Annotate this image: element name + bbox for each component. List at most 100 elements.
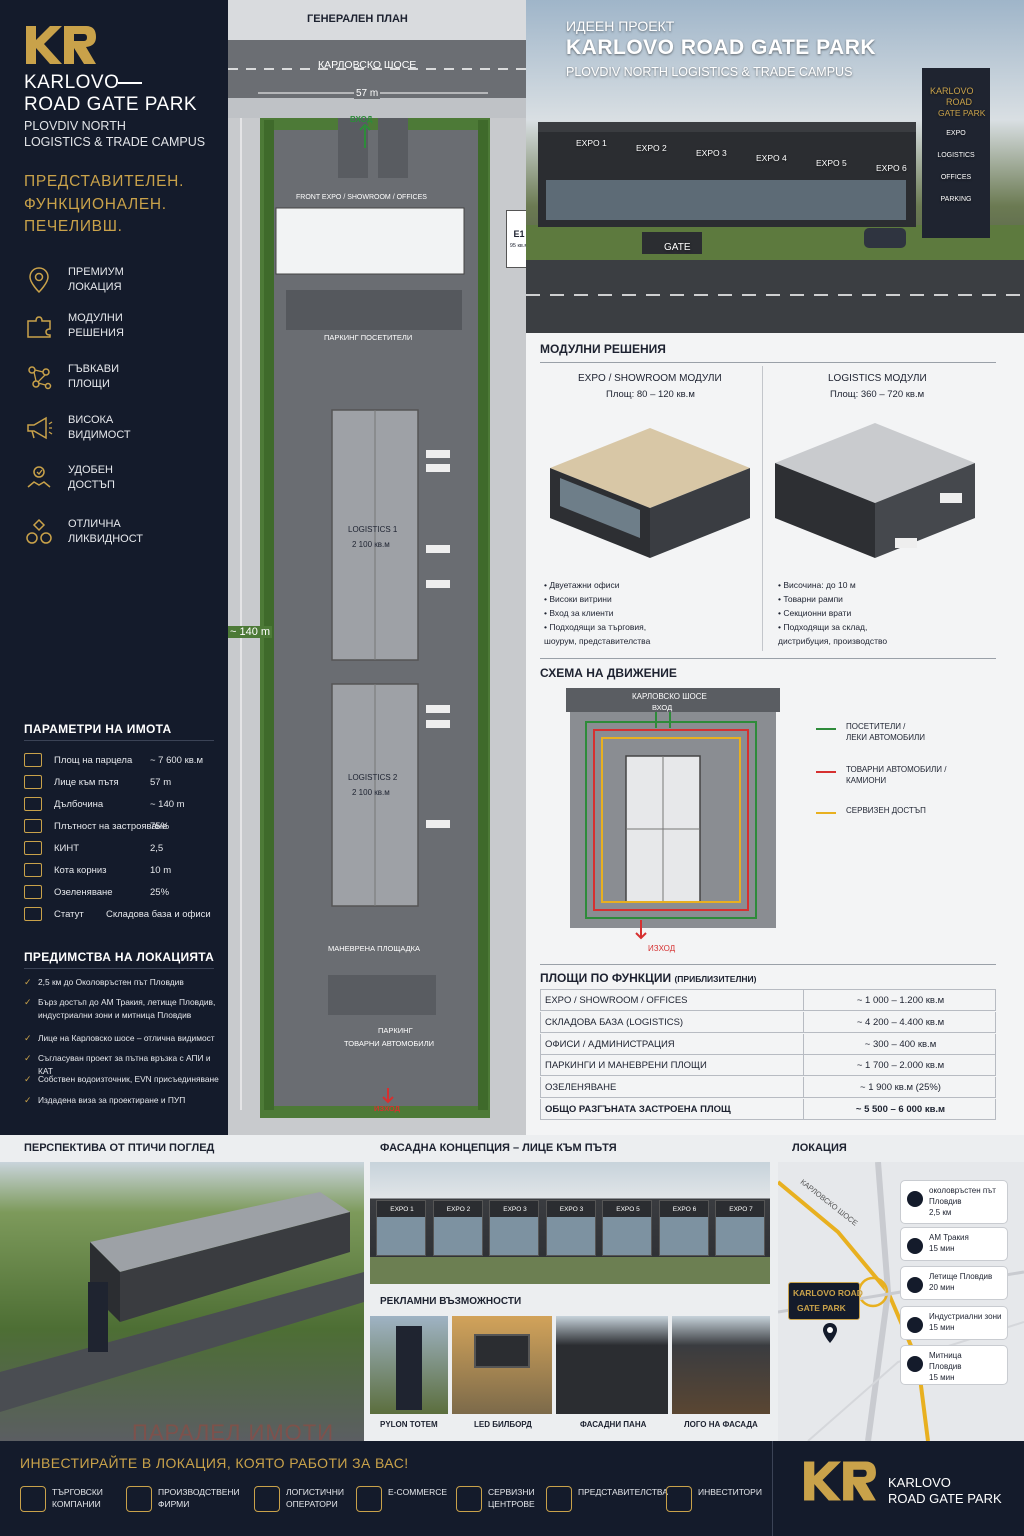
module-bullet: • Секционни врати <box>778 608 852 618</box>
map-brand-box: KARLOVO ROAD GATE PARK <box>788 1282 863 1320</box>
factory-icon <box>907 1317 923 1333</box>
areas-row: ОФИСИ / АДМИНИСТРАЦИЯ~ 300 – 400 кв.м <box>540 1033 997 1055</box>
param-value: ~ 140 m <box>150 799 185 810</box>
logistics-2-label: LOGISTICS 2 <box>348 773 398 782</box>
site-plan-drawing <box>228 0 526 1118</box>
areas-top-divider <box>540 964 996 965</box>
building-icon <box>546 1486 572 1512</box>
param-icon <box>24 863 42 877</box>
slogan-2: ФУНКЦИОНАЛЕН. <box>24 196 167 213</box>
param-label: Лице към пътя <box>54 777 119 788</box>
legend-item: ТОВАРНИ АВТОМОБИЛИ /КАМИОНИ <box>816 765 996 793</box>
param-row: Дълбочина~ 140 m <box>24 796 224 818</box>
facade-unit: EXPO 3 <box>489 1200 539 1256</box>
logistics-1-area: 2 100 кв.м <box>352 540 390 549</box>
gear-icon <box>456 1486 482 1512</box>
hero-expo-sign: EXPO 6 <box>876 163 907 173</box>
pylon-item: PARKING <box>940 196 972 203</box>
advantages-title: ПРЕДИМСТВА НА ЛОКАЦИЯТА <box>24 950 215 964</box>
expo-module-illustration <box>550 428 750 558</box>
param-label: Озеленяване <box>54 887 113 898</box>
pylon-item: OFFICES <box>940 174 972 181</box>
hero-building-illustration <box>526 68 1024 333</box>
megaphone-icon <box>27 416 53 440</box>
brand-line2: ROAD GATE PARK <box>24 94 198 115</box>
areas-row: EXPO / SHOWROOM / OFFICES~ 1 000 – 1.200… <box>540 990 996 1011</box>
areas-value: ~ 300 – 400 кв.м <box>803 1033 997 1055</box>
areas-row: ПАРКИНГИ И МАНЕВРЕНИ ПЛОЩИ ~ 1 700 – 2.00… <box>540 1055 997 1077</box>
module-bullet: • Височина: до 10 м <box>778 580 856 590</box>
areas-total-row: ОБЩО РАЗГЪНАТА ЗАСТРОЕНА ПЛОЩ ~ 5 500 – … <box>540 1099 996 1120</box>
puzzle-icon <box>27 316 51 338</box>
traffic-diagram <box>566 688 780 940</box>
master-plan: ГЕНЕРАЛЕН ПЛАН КАРЛОВСКО ШОСЕ 57 m ВХОД … <box>228 0 689 1135</box>
param-label: Площ на парцела <box>54 755 133 766</box>
hero-expo-sign: EXPO 4 <box>756 153 787 163</box>
hero-subtitle: PLOVDIV NORTH LOGISTICS & TRADE CAMPUS <box>566 65 853 79</box>
areas-label: СКЛАДОВА БАЗА (LOGISTICS) <box>545 1016 684 1028</box>
birdseye-render <box>0 1162 364 1441</box>
hero-expo-sign: EXPO 3 <box>696 148 727 158</box>
network-icon <box>28 366 52 390</box>
param-value: 75% <box>150 821 170 832</box>
logistics-module-illustration <box>775 423 975 558</box>
ad-facade-logo-image <box>672 1316 770 1414</box>
customs-icon <box>907 1356 923 1372</box>
legend-arrow-icon <box>816 812 836 814</box>
areas-value: ~ 1 700 – 2.000 кв.м <box>803 1055 997 1077</box>
ad-pylon-image <box>370 1316 448 1414</box>
brand-sub1: PLOVDIV NORTH <box>24 119 126 133</box>
airplane-icon <box>907 1277 923 1293</box>
hero-title: KARLOVO ROAD GATE PARK <box>566 36 877 59</box>
advantage-4: Съгласуван проект за пътна връзка с АПИ … <box>24 1052 224 1078</box>
facade-unit-label: EXPO 3 <box>503 1206 527 1213</box>
areas-row: ОЗЕЛЕНЯВАНЕ~ 1 900 кв.м (25%) <box>540 1077 996 1099</box>
plan-front: FRONT EXPO / SHOWROOM / OFFICES <box>296 194 427 201</box>
footer-category: ПРЕДСТАВИТЕЛСТВА <box>546 1484 668 1516</box>
areas-value: ~ 4 200 – 4.400 кв.м <box>803 1011 997 1033</box>
facade-unit-label: EXPO 6 <box>672 1206 697 1213</box>
pylon-brand-2: ROAD <box>946 97 973 107</box>
birdseye-illustration <box>0 1192 364 1412</box>
facade-unit-label: EXPO 3 <box>559 1206 584 1213</box>
coins-icon <box>26 518 52 544</box>
traffic-entry: ВХОД <box>652 703 673 712</box>
facade-unit: EXPO 1 <box>376 1200 426 1256</box>
handshake-icon <box>27 466 51 488</box>
birdseye-title: ПЕРСПЕКТИВА ОТ ПТИЧИ ПОГЛЕД <box>24 1142 215 1154</box>
legend-arrow-icon <box>816 728 836 730</box>
pylon-brand-1: KARLOVO <box>930 86 974 96</box>
footer-kr-logo-icon <box>804 1461 876 1501</box>
location-title: ЛОКАЦИЯ <box>792 1142 847 1154</box>
left-info-panel: KARLOVO ROAD GATE PARK PLOVDIV NORTH LOG… <box>0 0 228 1135</box>
plan-maneuver: МАНЕВРЕНА ПЛОЩАДКА <box>328 944 421 953</box>
ad-label-panels: ФАСАДНИ ПАНА <box>580 1420 647 1429</box>
brand-dash <box>118 82 142 84</box>
slogan-1: ПРЕДСТАВИТЕЛЕН. <box>24 173 185 190</box>
params-title: ПАРАМЕТРИ НА ИМОТА <box>24 722 172 736</box>
advantage-6: Издадена виза за проектиране и ПУП <box>24 1094 224 1107</box>
param-label: Плътност на застрояване <box>54 821 168 832</box>
logistics-module-title: LOGISTICS МОДУЛИ <box>828 373 927 384</box>
areas-label: ПАРКИНГИ И МАНЕВРЕНИ ПЛОЩИ <box>545 1060 707 1072</box>
param-icon <box>24 819 42 833</box>
traffic-top-divider <box>540 658 996 659</box>
param-value: 2,5 <box>150 843 164 854</box>
expo-module-title: EXPO / SHOWROOM МОДУЛИ <box>578 373 722 384</box>
advantage-5: Собствен водоизточник, EVN присъединяван… <box>24 1073 224 1086</box>
logistics-1-label: LOGISTICS 1 <box>348 525 398 534</box>
legend-arrow-icon <box>816 771 836 773</box>
